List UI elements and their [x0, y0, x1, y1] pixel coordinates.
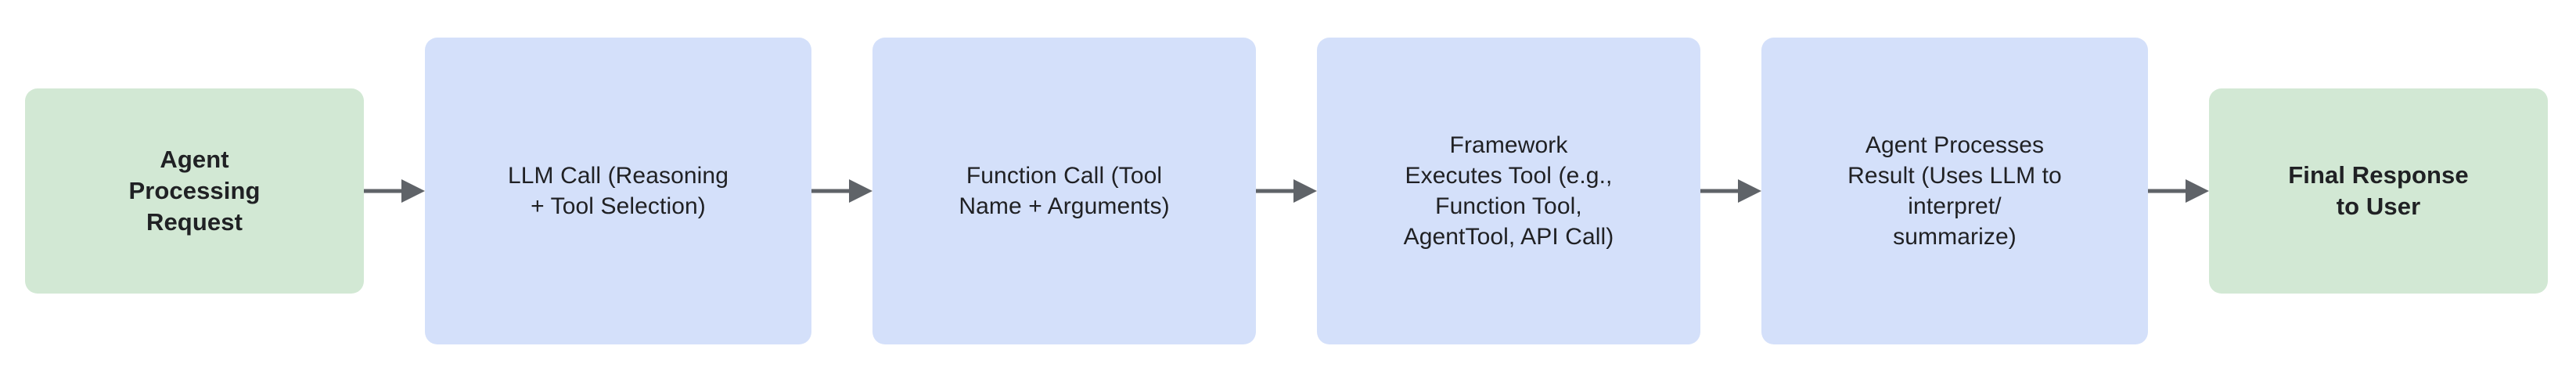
arrow-head-icon	[1293, 179, 1317, 203]
node-label-llm-call: LLM Call (Reasoning + Tool Selection)	[507, 163, 729, 219]
node-label-framework-executes-tool: Framework Executes Tool (e.g., Function …	[1403, 132, 1614, 250]
arrow-head-icon	[401, 179, 425, 203]
arrow-head-icon	[2186, 179, 2209, 203]
arrow-shaft-icon	[364, 189, 405, 193]
arrow-head-icon	[1738, 179, 1761, 203]
arrow-connector-4	[1700, 179, 1761, 203]
node-final-response-to-user[interactable]: Final Response to User	[2209, 88, 2548, 294]
arrow-head-icon	[849, 179, 872, 203]
node-agent-processing-request[interactable]: Agent Processing Request	[25, 88, 364, 294]
node-framework-executes-tool[interactable]: Framework Executes Tool (e.g., Function …	[1317, 38, 1700, 344]
node-label-agent-processing-request: Agent Processing Request	[128, 145, 261, 236]
arrow-connector-5	[2148, 179, 2209, 203]
node-label-final-response-to-user: Final Response to User	[2288, 160, 2469, 220]
node-function-call[interactable]: Function Call (Tool Name + Arguments)	[872, 38, 1256, 344]
node-agent-processes-result[interactable]: Agent Processes Result (Uses LLM to inte…	[1761, 38, 2148, 344]
node-label-agent-processes-result: Agent Processes Result (Uses LLM to inte…	[1847, 132, 2062, 250]
arrow-shaft-icon	[1700, 189, 1741, 193]
node-label-function-call: Function Call (Tool Name + Arguments)	[959, 163, 1170, 219]
right-margin-spacer	[2548, 191, 2576, 192]
arrow-shaft-icon	[2148, 189, 2189, 193]
arrow-connector-1	[364, 179, 425, 203]
arrow-connector-2	[811, 179, 872, 203]
arrow-connector-3	[1256, 179, 1317, 203]
left-margin-spacer	[0, 191, 25, 192]
arrow-shaft-icon	[811, 189, 852, 193]
node-llm-call[interactable]: LLM Call (Reasoning + Tool Selection)	[425, 38, 811, 344]
arrow-shaft-icon	[1256, 189, 1297, 193]
